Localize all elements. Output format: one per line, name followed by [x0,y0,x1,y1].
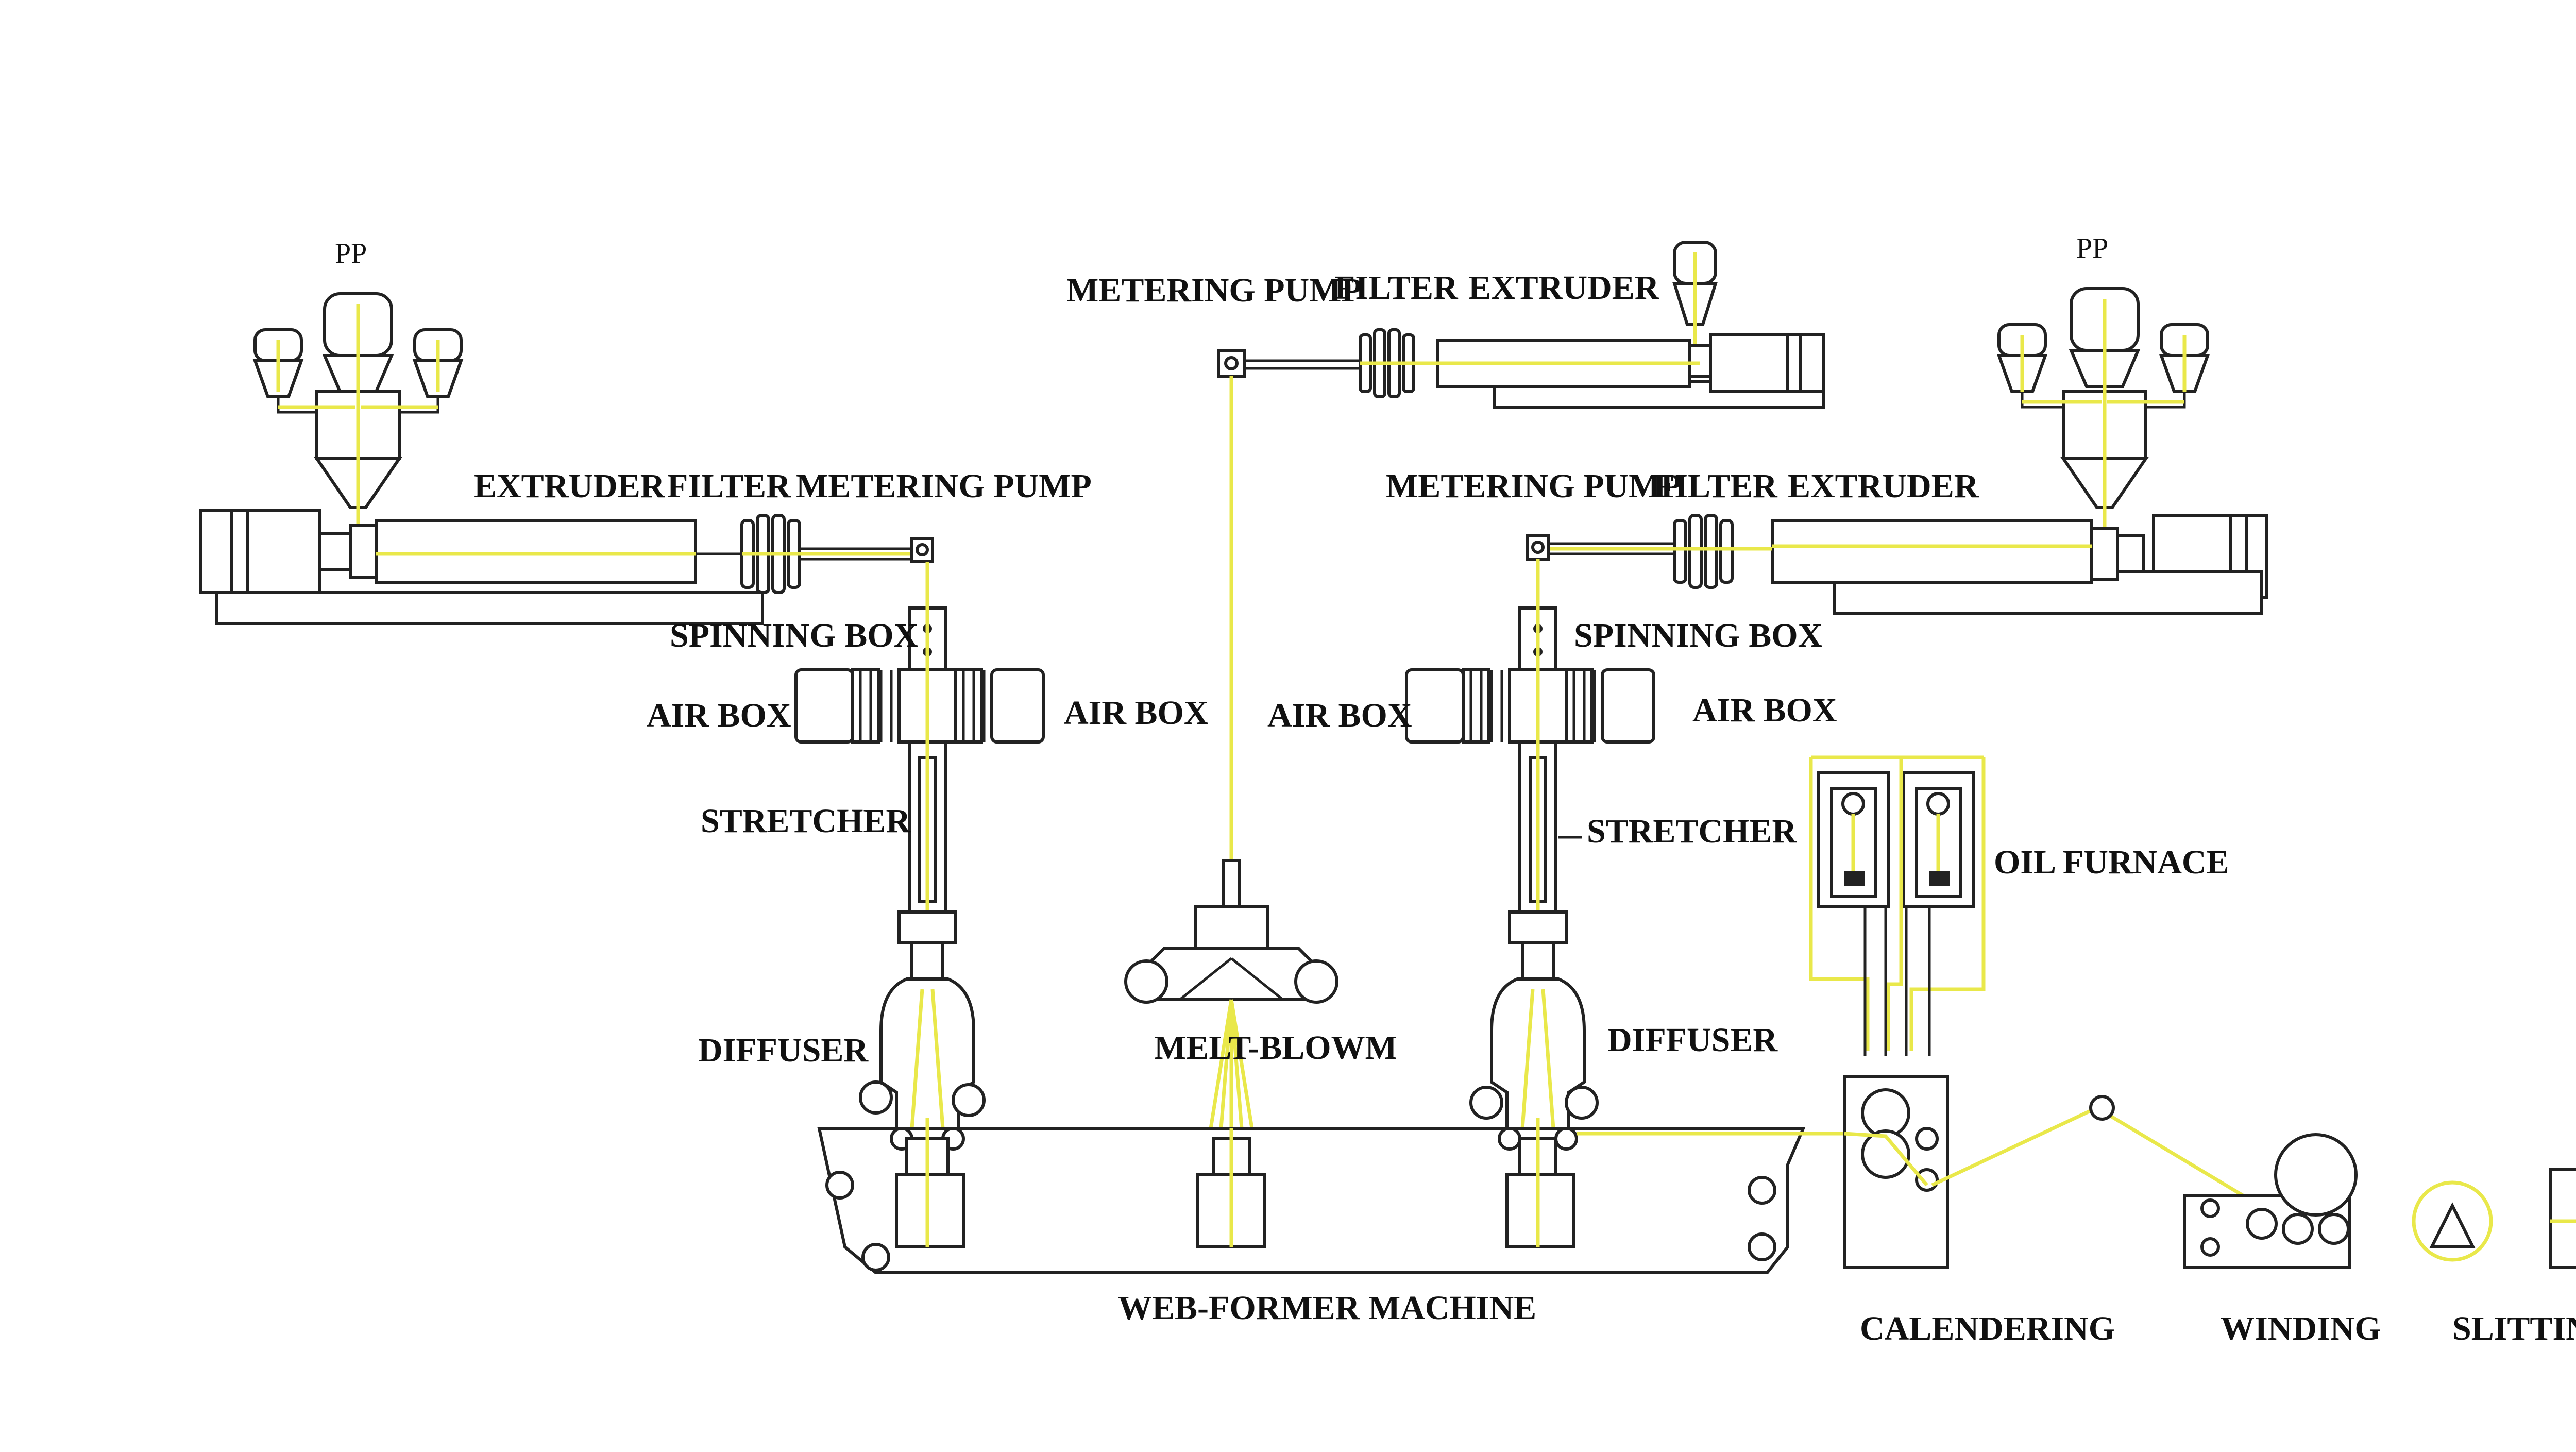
label-extruder-left: EXTRUDER [474,467,666,505]
label-meltblown: MELT-BLOWM [1154,1029,1397,1067]
label-stretcher-left: STRETCHER [701,802,911,840]
label-air-box-l1: AIR BOX [647,697,791,734]
label-pp-right: PP [2076,232,2108,264]
oil-furnace [1809,755,1986,1056]
right-air-box-bellows-1 [1469,670,1503,742]
slitting-unit [2412,1168,2576,1269]
label-slitting: SLITTING [2452,1310,2576,1347]
top-metering-pump [1217,349,1360,860]
top-hopper [1672,241,1718,361]
winding-unit [2183,1133,2358,1269]
label-calendering: CALENDERING [1860,1310,2115,1347]
label-metering-pump-right: METERING PUMP [1386,467,1682,505]
left-metering-pump [800,537,934,563]
left-filter [696,514,801,594]
label-stretcher-right: STRETCHER [1587,813,1797,850]
calendering-unit [1843,1075,1949,1269]
left-hopper-group [252,292,464,531]
right-air-box-bellows-2 [1572,670,1596,742]
label-filter-top: FILTER [1334,269,1459,307]
label-web-former: WEB-FORMER MACHINE [1118,1289,1536,1327]
label-spinning-box-right: SPINNING BOX [1574,617,1822,654]
label-air-box-l2: AIR BOX [1064,694,1209,732]
right-metering-pump [1526,534,1674,561]
label-metering-pump-left: METERING PUMP [796,467,1092,505]
label-extruder-right: EXTRUDER [1788,467,1979,505]
label-extruder-top: EXTRUDER [1468,269,1660,307]
label-winding: WINDING [2221,1310,2381,1347]
label-oil-furnace: OIL FURNACE [1994,843,2229,881]
label-metering-pump-top: METERING PUMP [1066,272,1362,309]
right-spinning-column [1405,559,1655,1130]
meltblown-die [1124,859,1338,1129]
left-small-hopper-2 [412,328,464,398]
top-extruder [1436,333,1825,409]
top-filter [1359,328,1437,398]
label-filter-right: FILTER [1654,467,1778,505]
right-hopper-group [1996,287,2210,531]
right-filter [1673,514,1772,589]
label-diffuser-left: DIFFUSER [698,1032,869,1069]
right-extruder [1771,514,2268,615]
label-air-box-r2: AIR BOX [1692,691,1837,729]
left-air-box-bellows-2 [962,670,986,742]
label-spinning-box-left: SPINNING BOX [670,617,918,654]
label-pp-left: PP [335,238,367,269]
web-path [1931,1095,2278,1218]
left-extruder [199,509,764,625]
label-diffuser-right: DIFFUSER [1607,1021,1778,1059]
left-air-box-bellows-1 [859,670,893,742]
label-filter-left: FILTER [667,467,791,505]
web-former-machine [817,1118,1844,1274]
label-air-box-r1: AIR BOX [1267,697,1412,734]
left-spinning-column [794,562,1045,1130]
